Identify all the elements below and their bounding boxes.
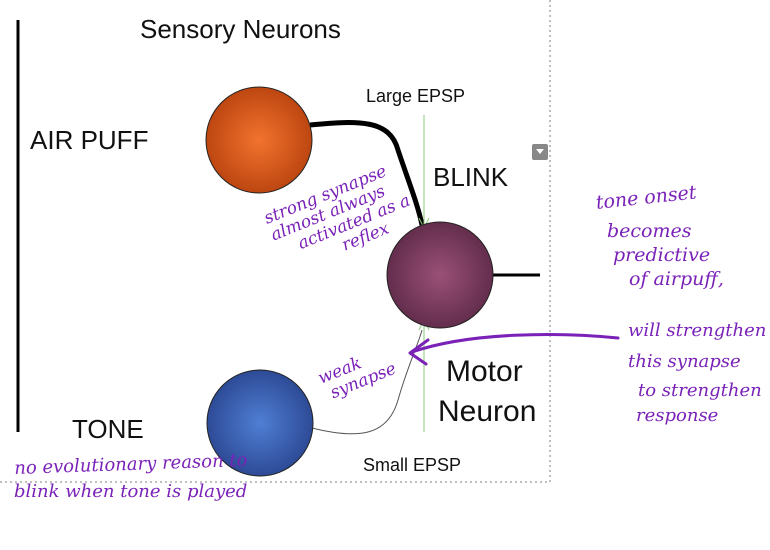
air-puff-label: AIR PUFF bbox=[30, 125, 149, 155]
large-epsp-label: Large EPSP bbox=[366, 86, 466, 106]
no-reason-note-line: no evolutionary reason to bbox=[13, 449, 248, 479]
neuron-label: Neuron bbox=[438, 395, 537, 428]
strong-synapse-axon bbox=[309, 120, 425, 226]
tone-onset-note-line: predictive bbox=[613, 243, 711, 266]
motor-neuron bbox=[386, 221, 494, 329]
air-puff-neuron bbox=[205, 86, 313, 194]
sensory-neurons-title: Sensory Neurons bbox=[140, 14, 341, 44]
tone-onset-note: tone onset becomes predictive of airpuff… bbox=[595, 181, 724, 290]
annotation-arrow-head bbox=[408, 338, 430, 366]
strengthen-note-line: to strengthen bbox=[638, 379, 762, 401]
strengthen-note-line: response bbox=[636, 404, 719, 426]
tone-onset-note-line: becomes bbox=[607, 219, 692, 242]
small-epsp-label: Small EPSP bbox=[363, 455, 462, 475]
motor-label: Motor bbox=[446, 355, 523, 388]
blink-label: BLINK bbox=[433, 162, 509, 192]
annotation-arrow-line bbox=[410, 333, 620, 354]
strengthen-note-line: will strengthen bbox=[628, 320, 767, 341]
tone-neuron bbox=[206, 369, 314, 477]
strengthen-note-line: this synapse bbox=[628, 350, 741, 372]
strengthen-note: will strengthen this synapse to strength… bbox=[628, 320, 767, 426]
tone-label: TONE bbox=[72, 414, 144, 444]
no-reason-note-line: blink when tone is played bbox=[14, 480, 248, 502]
chevron-down-icon[interactable] bbox=[532, 144, 548, 160]
no-evolutionary-reason-note: no evolutionary reason to blink when ton… bbox=[14, 450, 248, 502]
tone-onset-note-line: of airpuff, bbox=[629, 267, 724, 290]
